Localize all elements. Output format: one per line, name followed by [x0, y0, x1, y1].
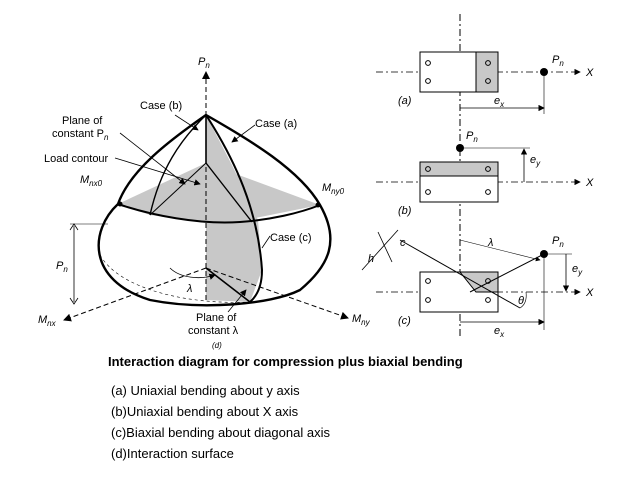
plane-pn-label-line1: Plane of	[62, 115, 103, 127]
load-contour-label: Load contour	[44, 153, 109, 165]
section-a: Pn X (a) ex	[376, 51, 594, 114]
plane-pn-label-line2: constant Pn	[52, 128, 109, 142]
section-a-label: (a)	[398, 95, 412, 107]
case-c-curve	[205, 114, 264, 303]
section-c-ey: ey	[572, 263, 583, 277]
pn-load-point-b	[456, 144, 464, 152]
section-c-theta: θ	[518, 295, 524, 307]
pn-load-point-c	[540, 250, 548, 258]
legend-item-c: (c)Biaxial bending about diagonal axis	[111, 425, 330, 440]
lambda-arc	[169, 267, 216, 280]
legend-list: (a) Uniaxial bending about y axis (b)Uni…	[111, 380, 330, 464]
section-c-h: h	[368, 253, 374, 265]
section-c-label: (c)	[398, 315, 411, 327]
figure-caption: Interaction diagram for compression plus…	[108, 354, 463, 369]
plane-edge-1	[205, 162, 253, 223]
section-a-ex: ex	[494, 95, 505, 109]
legend-item-a: (a) Uniaxial bending about y axis	[111, 383, 300, 398]
pn-axis-label: Pn	[198, 56, 210, 70]
mny-axis	[205, 267, 349, 320]
mny0-label: Mny0	[322, 182, 345, 196]
mny-axis-label: Mny	[352, 313, 371, 327]
mnx-axis-label: Mnx	[38, 314, 57, 328]
mnx0-label: Mnx0	[80, 174, 103, 188]
legend-item-d: (d)Interaction surface	[111, 446, 234, 461]
lambda-label: λ	[186, 283, 192, 295]
load-contour	[117, 203, 321, 224]
section-b-ey: ey	[530, 154, 541, 168]
surface-outline	[97, 113, 332, 307]
section-c-x: X	[585, 287, 594, 299]
section-c-pn: Pn	[552, 235, 564, 249]
section-b-x: X	[585, 177, 594, 189]
section-b-pn: Pn	[466, 130, 478, 144]
case-a-label: Case (a)	[255, 118, 297, 130]
section-c: Pn h c λ ey X θ (c) ex	[361, 229, 594, 339]
section-a-pn: Pn	[552, 54, 564, 68]
legend-item-b: (b)Uniaxial bending about X axis	[111, 404, 299, 419]
section-c-ex: ex	[494, 325, 505, 339]
section-c-lambda: λ	[487, 237, 493, 249]
pn-side-label: Pn	[56, 260, 68, 274]
section-b: Pn ey X (b)	[376, 130, 594, 217]
case-b-label: Case (b)	[140, 100, 182, 112]
mny0-point	[315, 202, 321, 208]
label-d: (d)	[212, 341, 222, 350]
section-b-label: (b)	[398, 205, 412, 217]
pn-load-point-a	[540, 68, 548, 76]
mnx0-point	[117, 201, 123, 207]
case-b-curve	[149, 114, 207, 216]
plane-lambda-label-line1: Plane of	[196, 312, 237, 324]
interaction-surface: Pn Case (b) Case (a) Plane of constant P…	[38, 56, 371, 350]
section-a-x: X	[585, 67, 594, 79]
section-c-c: c	[400, 237, 406, 249]
base-contour	[99, 254, 251, 303]
case-c-label: Case (c)	[270, 232, 312, 244]
plane-lambda-label-line2: constant λ	[188, 325, 239, 337]
plane-edge-2	[149, 162, 207, 216]
plane-constant-lambda	[206, 115, 262, 302]
